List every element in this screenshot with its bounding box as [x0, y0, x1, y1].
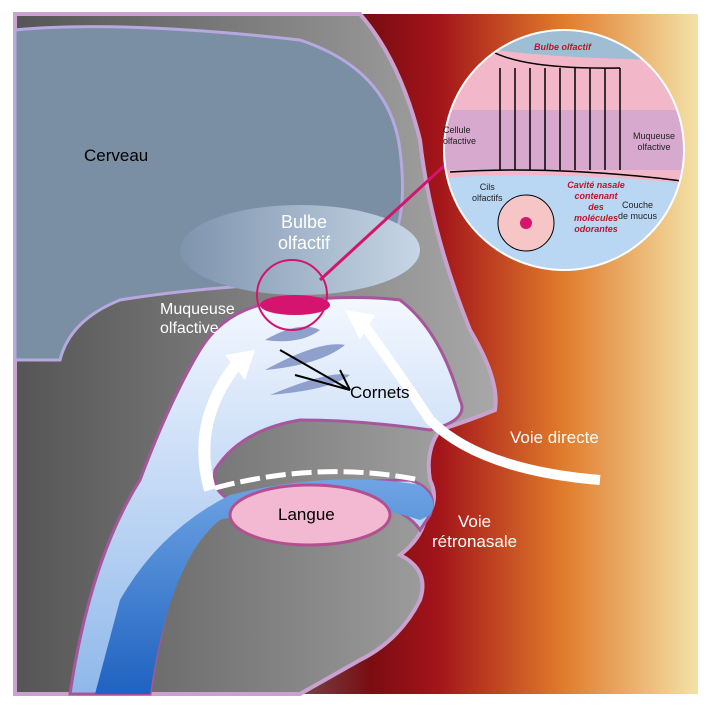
zoom-arrow: [318, 163, 447, 282]
label-muqueuse: Muqueuse olfactive: [160, 300, 235, 338]
label-bulbe-line1: Bulbe: [280, 212, 328, 232]
label-voie-directe: Voie directe: [510, 428, 599, 447]
label-muqueuse-line2: olfactive: [160, 320, 219, 337]
inset-label-cavite: Cavité nasale contenant des molécules od…: [556, 180, 636, 235]
label-voie-retronasale: Voie rétronasale: [432, 512, 517, 552]
inset-cavite-line1: Cavité nasale: [567, 180, 625, 190]
tongue: [228, 483, 392, 547]
inset-muqueuse-line2: olfactive: [637, 142, 671, 152]
inset-cavite-line4: molécules: [573, 213, 619, 223]
label-muqueuse-line1: Muqueuse: [160, 301, 235, 318]
olfactory-mucosa: [260, 295, 330, 315]
inset-muqueuse-line1: Muqueuse: [633, 131, 676, 141]
inset-label-muqueuse: Muqueuse olfactive: [633, 131, 675, 153]
inset-cavite-line5: odorantes: [574, 224, 618, 234]
inset-couche-line1: Couche: [622, 200, 654, 210]
inset-cils-line2: olfactifs: [472, 193, 503, 203]
zoom-circle: [256, 259, 328, 331]
inset-cils-line1: Cils: [479, 182, 495, 192]
inset-cavite-line2: contenant: [574, 191, 618, 201]
throat: [95, 479, 434, 694]
cornets-arrows: [279, 349, 351, 391]
label-cerveau: Cerveau: [84, 146, 149, 165]
inset-couche-line2: de mucus: [618, 211, 658, 221]
inset-label-cils: Cils olfactifs: [472, 182, 503, 204]
inset-cellule-line1: Cellule: [443, 125, 471, 135]
retronasal-flow-arrow: [198, 356, 245, 492]
olfactory-bulb: [180, 205, 420, 295]
label-bulbe: Bulbe olfactif: [278, 212, 330, 254]
label-voie-line1: Voie: [457, 512, 492, 531]
label-voie-line2: rétronasale: [432, 532, 518, 551]
label-cornets: Cornets: [350, 383, 410, 402]
inset-label-couche: Couche de mucus: [618, 200, 657, 222]
inset-label-cellule: Cellule olfactive: [443, 125, 476, 147]
inset-label-bulbe: Bulbe olfactif: [534, 42, 592, 52]
inset-cellule-line2: olfactive: [443, 136, 477, 146]
inset-cavite-line3: des: [588, 202, 604, 212]
label-bulbe-line2: olfactif: [278, 233, 331, 253]
direct-flow-arrow: [355, 317, 601, 485]
label-langue: Langue: [278, 505, 335, 524]
